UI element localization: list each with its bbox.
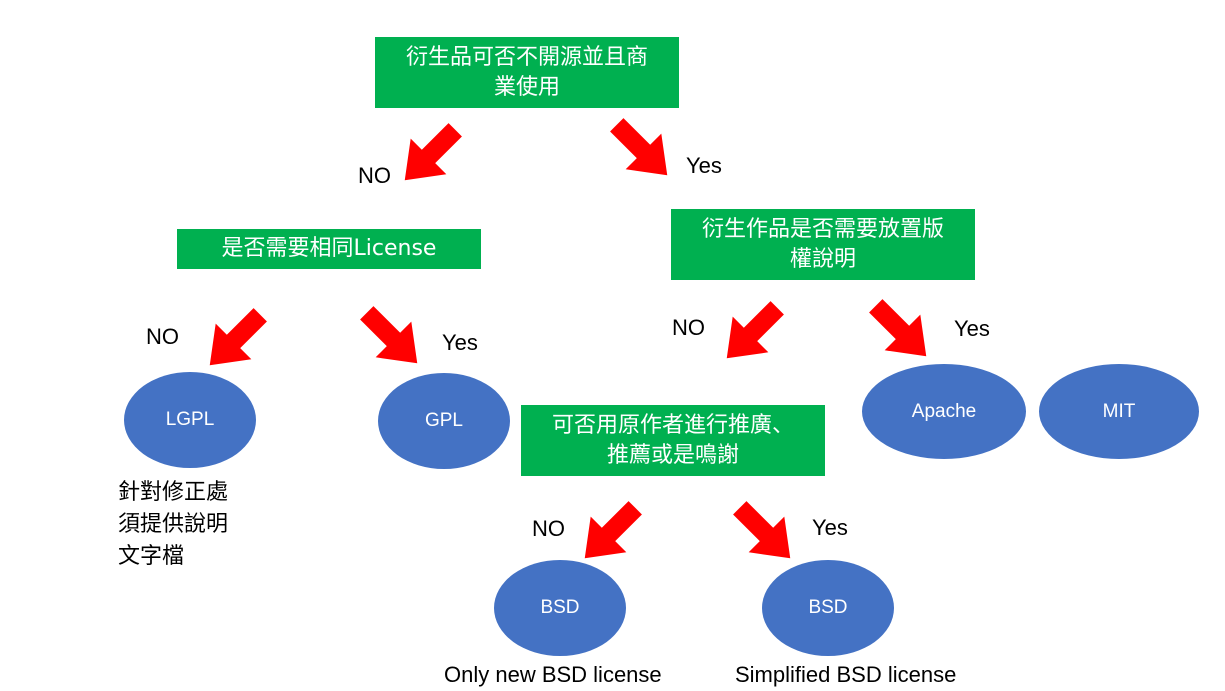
license-bsd-simplified: BSD xyxy=(762,560,894,656)
license-lgpl: LGPL xyxy=(124,372,256,468)
label-q1-no: NO xyxy=(358,163,391,188)
license-bsd-new: BSD xyxy=(494,560,626,656)
question-endorsement: 可否用原作者進行推廣、 推薦或是鳴謝 xyxy=(521,405,825,476)
question-same-license: 是否需要相同License xyxy=(177,229,481,269)
label-q1-yes: Yes xyxy=(686,153,722,178)
label-q3-yes: Yes xyxy=(954,316,990,341)
license-apache: Apache xyxy=(862,364,1026,459)
question-closed-source-commercial: 衍生品可否不開源並且商 業使用 xyxy=(375,37,679,108)
question-copyright-notice: 衍生作品是否需要放置版 權說明 xyxy=(671,209,975,280)
label-q2-no: NO xyxy=(146,324,179,349)
arrow-q1-yes xyxy=(610,118,668,176)
arrow-q2-no xyxy=(209,308,267,366)
license-gpl: GPL xyxy=(378,373,510,469)
label-q4-no: NO xyxy=(532,516,565,541)
label-q2-yes: Yes xyxy=(442,330,478,355)
arrow-q2-yes xyxy=(360,306,418,364)
arrow-q3-no xyxy=(726,301,784,359)
arrow-q4-no xyxy=(584,501,642,559)
bsd-new-caption: Only new BSD license xyxy=(444,662,662,687)
arrow-q3-yes xyxy=(869,299,927,357)
lgpl-note: 針對修正處 須提供說明 文字檔 xyxy=(118,480,229,569)
label-q4-yes: Yes xyxy=(812,515,848,540)
arrow-q4-yes xyxy=(733,501,791,559)
arrow-q1-no xyxy=(404,123,462,181)
license-mit: MIT xyxy=(1039,364,1199,459)
bsd-simplified-caption: Simplified BSD license xyxy=(735,662,957,687)
label-q3-no: NO xyxy=(672,315,705,340)
